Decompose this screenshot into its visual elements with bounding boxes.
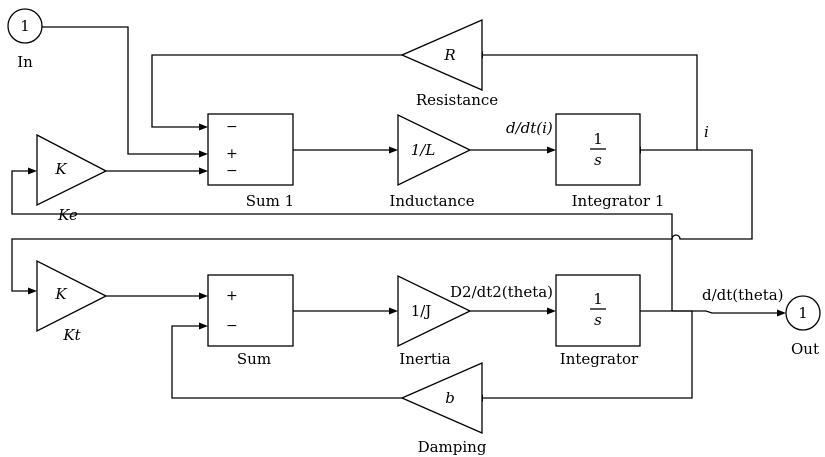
sum1-sign-2: + [226, 146, 238, 162]
wire-dtheta-to-damping [482, 310, 693, 399]
damping-symbol: b [445, 389, 455, 407]
wire-in-to-sum1 [42, 26, 200, 155]
arrowhead [389, 307, 398, 315]
wire-current-to-resistance [482, 54, 698, 150]
integrator1-block[interactable]: 1 s Integrator 1 [555, 113, 665, 210]
damping-gain-block[interactable]: b Damping [400, 362, 487, 456]
sum1-sign-1: − [226, 119, 238, 135]
signal-labels: d/dt(i) i D2/dt2(theta) d/dt(theta) [450, 119, 784, 304]
sum1-sign-3: − [226, 163, 238, 179]
ke-gain-block[interactable]: K Ke [36, 133, 108, 224]
arrowhead [547, 307, 556, 315]
inertia-gain-block[interactable]: 1/J Inertia [397, 274, 472, 368]
arrowhead [199, 150, 208, 158]
signal-label-current: i [704, 123, 709, 141]
integrator-block[interactable]: 1 s Integrator [555, 274, 641, 368]
inertia-label: Inertia [399, 350, 450, 368]
integrator1-denominator: s [594, 151, 602, 169]
arrowhead [547, 146, 556, 154]
arrowhead [199, 123, 208, 131]
sum1-block[interactable]: − + − Sum 1 [207, 113, 294, 210]
signal-label-d2theta: D2/dt2(theta) [450, 283, 553, 301]
integrator-denominator: s [594, 311, 602, 329]
inductance-gain-block[interactable]: 1/L Inductance [389, 113, 475, 210]
wire-resistance-to-sum1 [151, 54, 402, 128]
arrowhead [199, 322, 208, 330]
outport-label: Out [791, 340, 819, 358]
damping-label: Damping [418, 438, 487, 456]
integrator1-numerator: 1 [593, 130, 603, 148]
inport-1[interactable]: 1 In [7, 8, 43, 71]
arrowhead [28, 167, 37, 175]
inport-label: In [17, 53, 33, 71]
kt-label: Kt [62, 326, 81, 344]
signal-wires [11, 26, 778, 399]
arrowhead [199, 292, 208, 300]
sum-sign-1: + [226, 288, 238, 304]
inport-number: 1 [20, 17, 30, 35]
outport-1[interactable]: 1 Out [785, 295, 821, 358]
wire-integrator-to-out [640, 310, 778, 314]
resistance-label: Resistance [416, 91, 498, 109]
resistance-gain-block[interactable]: R Resistance [400, 19, 498, 109]
wire-dtheta-to-ke [11, 170, 673, 311]
inertia-symbol: 1/J [411, 302, 432, 320]
ke-label: Ke [57, 206, 78, 224]
sum-block[interactable]: + − Sum [207, 274, 294, 368]
sum-sign-2: − [226, 318, 238, 334]
integrator1-label: Integrator 1 [572, 192, 665, 210]
resistance-symbol: R [443, 46, 455, 64]
integrator-numerator: 1 [593, 290, 603, 308]
arrowhead [777, 309, 786, 317]
kt-gain-block[interactable]: K Kt [36, 259, 108, 344]
sum-label: Sum [237, 350, 271, 368]
signal-label-dtheta: d/dt(theta) [702, 286, 784, 304]
integrator-label: Integrator [560, 350, 639, 368]
arrowhead [389, 146, 398, 154]
arrowhead [28, 287, 37, 295]
ke-symbol: K [54, 160, 67, 178]
wire-current-to-kt [11, 149, 753, 292]
wire-damping-to-sum [171, 325, 402, 399]
inductance-symbol: 1/L [411, 141, 436, 159]
inductance-label: Inductance [389, 192, 474, 210]
outport-number: 1 [798, 304, 808, 322]
sum1-label: Sum 1 [246, 192, 294, 210]
kt-symbol: K [54, 285, 67, 303]
arrowhead [199, 167, 208, 175]
signal-label-di-dt: d/dt(i) [506, 119, 553, 137]
